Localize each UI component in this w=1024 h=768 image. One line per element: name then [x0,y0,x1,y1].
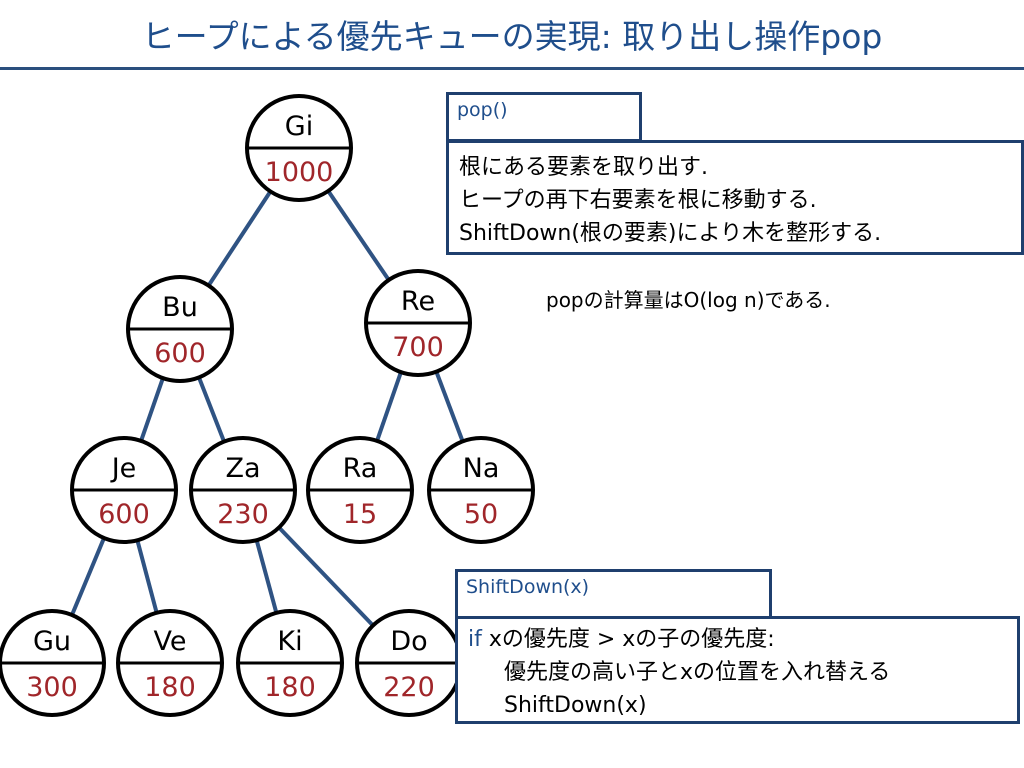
tree-edges [50,146,483,665]
shiftdown-line-3: ShiftDown(x) [504,693,647,718]
node-priority: 1000 [265,157,334,188]
shiftdown-box-label: ShiftDown(x) [455,569,772,619]
pop-box-line-3: ShiftDown(根の要素)により木を整形する. [459,221,882,246]
tree-nodes: Gi1000Bu600Re700Je600Za230Ra15Na50Gu300V… [0,94,535,717]
node-priority: 600 [98,499,150,530]
heap-node-n5: Za 230 [189,436,297,544]
shiftdown-box-body: if xの優先度 > xの子の優先度: 優先度の高い子とxの位置を入れ替える S… [455,616,1020,724]
node-name: Re [401,286,435,317]
node-priority: 600 [154,338,206,369]
node-priority: 230 [217,499,269,530]
pop-box-line-1: 根にある要素を取り出す. [459,155,708,180]
pop-box-label: pop() [446,92,642,142]
node-name: Gi [285,111,313,142]
node-priority: 700 [392,332,444,363]
node-priority: 180 [144,672,196,703]
node-priority: 15 [343,499,377,530]
node-priority: 180 [264,672,316,703]
pop-box-body: 根にある要素を取り出す. ヒープの再下右要素を根に移動する. ShiftDown… [446,140,1024,255]
node-name: Je [110,453,137,484]
heap-node-n7: Na 50 [427,436,535,544]
heap-node-n6: Ra 15 [306,436,414,544]
node-name: Ra [343,453,378,484]
if-keyword: if [468,627,482,652]
heap-node-n11: Do 220 [355,609,463,717]
node-priority: 220 [383,672,435,703]
title-divider [0,67,1024,70]
pop-box-line-2: ヒープの再下右要素を根に移動する. [459,188,817,213]
heap-node-n1: Gi 1000 [245,94,353,202]
page-title: ヒープによる優先キューの実現: 取り出し操作pop [141,17,883,56]
node-priority: 300 [26,672,78,703]
node-name: Bu [162,292,198,323]
node-name: Ki [277,626,302,657]
node-name: Na [463,453,500,484]
node-name: Ve [154,626,187,657]
node-name: Do [390,626,427,657]
node-priority: 50 [464,499,498,530]
heap-node-n8: Gu 300 [0,609,106,717]
heap-node-n9: Ve 180 [116,609,224,717]
node-name: Za [225,453,260,484]
heap-node-n3: Re 700 [364,269,472,377]
heap-node-n4: Je 600 [70,436,178,544]
heap-node-n10: Ki 180 [236,609,344,717]
shiftdown-condition: xの優先度 > xの子の優先度: [481,627,775,652]
shiftdown-line-1: if xの優先度 > xの子の優先度: [468,623,1007,656]
shiftdown-line-2: 優先度の高い子とxの位置を入れ替える [504,660,891,685]
heap-node-n2: Bu 600 [126,275,234,383]
node-name: Gu [33,626,71,657]
complexity-note: popの計算量はO(log n)である. [546,288,831,312]
